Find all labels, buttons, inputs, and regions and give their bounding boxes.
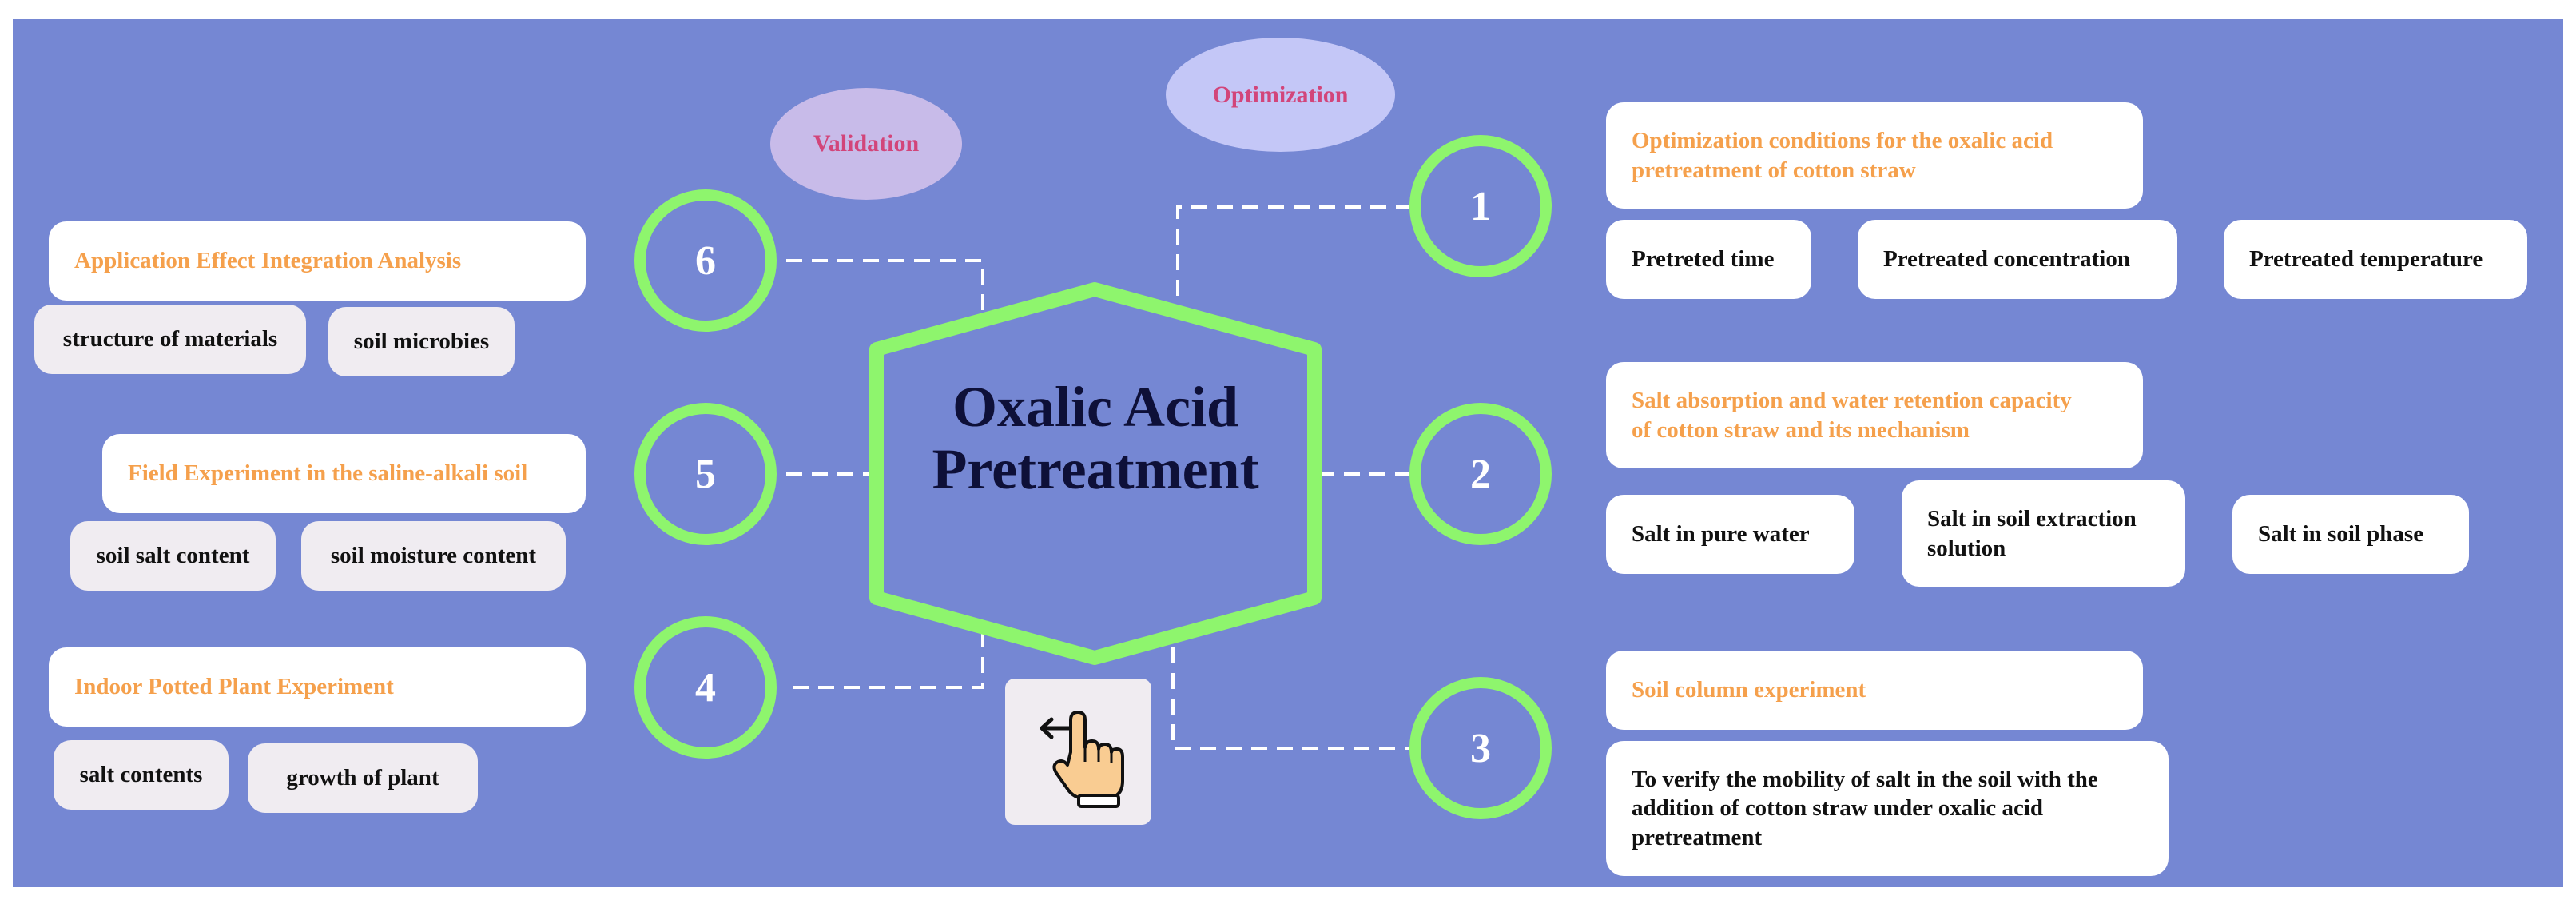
step-5-item-salt: soil salt content [70, 521, 276, 591]
step-5-circle: 5 [634, 403, 777, 545]
connector-3 [1171, 647, 1409, 750]
step-1-item-temperature: Pretreated temperature [2224, 220, 2527, 299]
pointing-hand-left-arrow-icon [1040, 711, 1124, 808]
step-3-circle: 3 [1409, 677, 1552, 819]
step-4-item-salt: salt contents [54, 740, 229, 810]
step-6-heading: Application Effect Integration Analysis [49, 221, 586, 301]
step-1-item-concentration: Pretreated concentration [1858, 220, 2177, 299]
step-6-circle: 6 [634, 189, 777, 332]
step-1-heading: Optimization conditions for the oxalic a… [1606, 102, 2143, 209]
step-5-heading: Field Experiment in the saline-alkali so… [102, 434, 586, 513]
validation-label: Validation [770, 88, 962, 200]
step-4-circle: 4 [634, 616, 777, 759]
step-6-item-structure: structure of materials [34, 305, 306, 374]
step-4-item-growth: growth of plant [248, 743, 478, 813]
connector-6 [786, 259, 984, 316]
step-2-item-pure-water: Salt in pure water [1606, 495, 1854, 574]
center-title: Oxalic Acid Pretreatment [932, 375, 1259, 501]
step-5-item-moisture: soil moisture content [301, 521, 566, 591]
step-6-item-microbes: soil microbies [328, 307, 515, 376]
center-hexagon [869, 282, 1322, 665]
optimization-label: Optimization [1166, 38, 1395, 152]
back-button[interactable] [1005, 679, 1151, 825]
connector-1 [1176, 205, 1409, 296]
step-2-circle: 2 [1409, 403, 1552, 545]
connector-4 [786, 631, 984, 689]
step-2-item-extraction: Salt in soil extraction solution [1902, 480, 2185, 587]
step-2-item-soil-phase: Salt in soil phase [2232, 495, 2469, 574]
step-4-heading: Indoor Potted Plant Experiment [49, 647, 586, 727]
step-1-circle: 1 [1409, 135, 1552, 277]
step-3-detail: To verify the mobility of salt in the so… [1606, 741, 2169, 876]
step-1-item-time: Pretreted time [1606, 220, 1811, 299]
step-2-heading: Salt absorption and water retention capa… [1606, 362, 2143, 468]
step-3-heading: Soil column experiment [1606, 651, 2143, 730]
